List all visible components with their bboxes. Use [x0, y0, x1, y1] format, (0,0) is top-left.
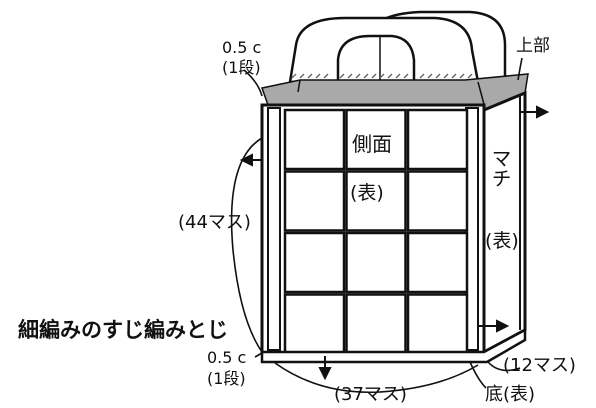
- grid-cell: [283, 108, 346, 171]
- bottom-face-label: 底(表): [485, 384, 536, 405]
- stitch-marks: [291, 73, 473, 79]
- gusset-label: マチ: [488, 148, 512, 188]
- width-arc: [274, 362, 479, 394]
- top-part-label: 上部: [516, 36, 550, 56]
- grid-cell: [406, 231, 469, 294]
- side-face-label: 側面: [352, 132, 392, 156]
- dimension-lines: [230, 57, 523, 394]
- grid-cell: [283, 231, 346, 294]
- handle-hole: [336, 34, 416, 84]
- bottom-thickness-label: 0.5 c: [207, 348, 247, 367]
- technique-label: 細編みのすじ編みとじ: [18, 318, 228, 342]
- top-part-leader: [517, 57, 523, 81]
- grid-cell: [406, 108, 469, 171]
- depth-count-label: (12マス): [503, 355, 576, 376]
- grid-cell: [406, 170, 469, 232]
- top-thickness-label: 0.5 c: [222, 38, 262, 57]
- depth-arc: [487, 361, 521, 372]
- width-count-label: (37マス): [334, 384, 407, 405]
- side-face-sub-label: (表): [350, 182, 384, 204]
- bottom-band: [260, 327, 527, 364]
- top-rows-label: (1段): [222, 58, 261, 77]
- bottom-leader: [469, 361, 487, 389]
- arrows: [239, 105, 550, 381]
- grid-cell: [345, 108, 407, 171]
- grid-cell: [345, 170, 407, 232]
- height-arc: [230, 137, 263, 353]
- grid-cell: [406, 293, 469, 355]
- grid-cells: [283, 108, 469, 355]
- grid-cell: [283, 293, 346, 355]
- bottom-rows-label: (1段): [207, 369, 246, 388]
- height-count-label: (44マス): [178, 212, 251, 233]
- bottom-thickness-leader: [254, 352, 263, 358]
- grid-cell: [345, 231, 407, 294]
- gusset-panel: [482, 90, 527, 355]
- grid-cell: [345, 293, 407, 355]
- grid-cell: [283, 170, 346, 232]
- bag-handles: [288, 10, 507, 84]
- top-leader: [243, 69, 263, 97]
- front-panel: [260, 103, 486, 355]
- gusset-sub-label: (表): [485, 230, 519, 252]
